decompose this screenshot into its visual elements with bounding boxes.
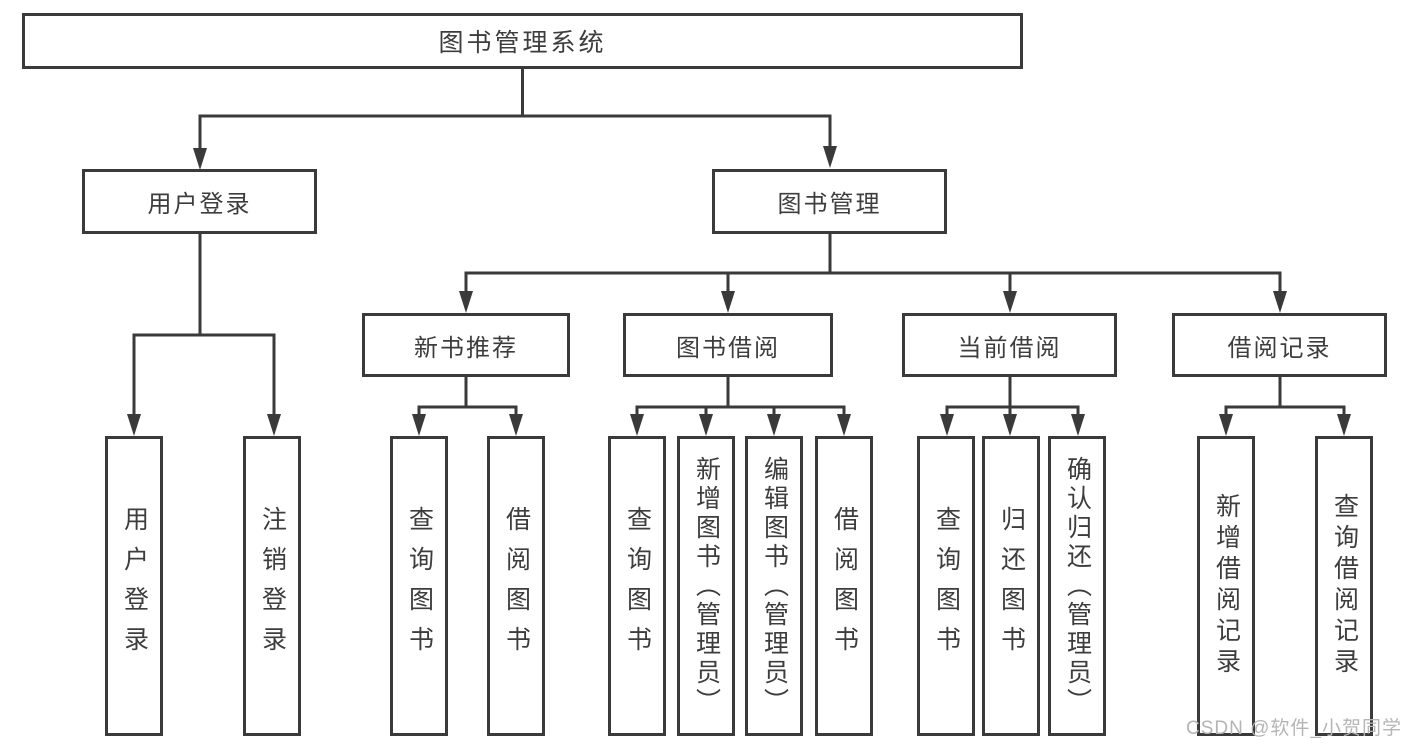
node-label: 用户登录 <box>120 506 149 666</box>
connector-new-book-children <box>412 377 523 436</box>
leaf-logout: 注销登录 <box>243 436 301 736</box>
node-label: 借阅图书 <box>502 506 531 666</box>
arrowhead-icon <box>1071 414 1085 436</box>
node-label: 注销登录 <box>258 506 287 666</box>
arrowhead-icon <box>193 148 207 170</box>
leaf-query-books-recommend: 查询图书 <box>390 436 448 736</box>
node-label: 当前借阅 <box>957 334 1062 362</box>
leaf-query-books-borrowing: 查询图书 <box>608 436 666 736</box>
node-label: 图书管理 <box>777 191 882 218</box>
connector-user-login-children <box>127 234 281 436</box>
node-borrowing-records: 借阅记录 <box>1172 313 1387 377</box>
node-new-book-recommendation: 新书推荐 <box>362 313 570 377</box>
arrowhead-icon <box>630 414 644 436</box>
arrowhead-icon <box>127 414 141 436</box>
node-book-borrowing: 图书借阅 <box>623 313 833 377</box>
arrowhead-icon <box>721 291 735 313</box>
node-label: 图书管理系统 <box>438 29 607 57</box>
node-label: 借阅图书 <box>830 506 859 666</box>
arrowhead-icon <box>459 291 473 313</box>
leaf-confirm-return-admin: 确认归还（管理员） <box>1048 436 1106 736</box>
leaf-borrow-books-recommend: 借阅图书 <box>487 436 545 736</box>
arrowhead-icon <box>412 414 426 436</box>
node-label: 新增图书（管理员） <box>692 455 721 717</box>
arrowhead-icon <box>509 414 523 436</box>
leaf-borrow-books-borrowing: 借阅图书 <box>815 436 873 736</box>
leaf-query-books-current: 查询图书 <box>917 436 975 736</box>
node-label: 查询图书 <box>932 506 961 666</box>
node-label: 新增借阅记录 <box>1212 493 1241 679</box>
arrowhead-icon <box>267 414 281 436</box>
leaf-add-borrow-record: 新增借阅记录 <box>1197 436 1255 736</box>
node-label: 编辑图书（管理员） <box>760 455 789 717</box>
connector-book-management-children <box>459 233 1287 313</box>
node-user-login: 用户登录 <box>82 169 317 234</box>
connector-book-borrow-children <box>630 377 851 436</box>
node-label: 归还图书 <box>997 506 1026 666</box>
node-label: 借阅记录 <box>1227 334 1332 362</box>
arrowhead-icon <box>699 414 713 436</box>
arrowhead-icon <box>940 414 954 436</box>
leaf-add-book-admin: 新增图书（管理员） <box>677 436 735 736</box>
arrowhead-icon <box>837 414 851 436</box>
watermark: CSDN @软件_小贺同学 <box>1186 718 1402 739</box>
arrowhead-icon <box>1003 414 1017 436</box>
connector-borrow-records-children <box>1219 377 1351 436</box>
connector-root-to-level2 <box>193 69 837 170</box>
node-label: 用户登录 <box>147 191 252 218</box>
node-library-management-system: 图书管理系统 <box>22 13 1023 69</box>
node-label: 确认归还（管理员） <box>1063 455 1092 717</box>
connector-current-borrow-children <box>940 377 1085 436</box>
arrowhead-icon <box>1003 291 1017 313</box>
leaf-return-book: 归还图书 <box>982 436 1040 736</box>
node-current-borrowing: 当前借阅 <box>902 313 1117 377</box>
node-label: 查询图书 <box>405 506 434 666</box>
node-label: 图书借阅 <box>676 334 780 362</box>
node-label: 查询图书 <box>623 506 652 666</box>
node-label: 查询借阅记录 <box>1330 493 1359 679</box>
arrowhead-icon <box>1219 414 1233 436</box>
node-label: 新书推荐 <box>414 334 518 362</box>
arrowhead-icon <box>823 146 837 168</box>
leaf-query-borrow-record: 查询借阅记录 <box>1315 436 1373 736</box>
node-book-management: 图书管理 <box>712 169 947 234</box>
leaf-user-login: 用户登录 <box>105 436 163 736</box>
leaf-edit-book-admin: 编辑图书（管理员） <box>745 436 803 736</box>
arrowhead-icon <box>767 414 781 436</box>
arrowhead-icon <box>1337 414 1351 436</box>
arrowhead-icon <box>1273 291 1287 313</box>
